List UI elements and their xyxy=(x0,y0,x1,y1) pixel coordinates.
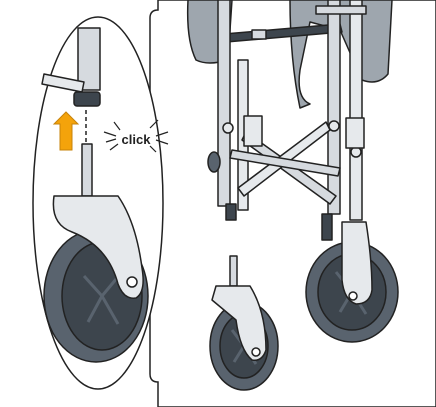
loose-caster-axle xyxy=(252,348,260,356)
detail-caster-stem xyxy=(82,144,92,196)
frame-tube-right-rear xyxy=(328,0,340,214)
loose-caster-stem xyxy=(230,256,237,286)
frame-foot xyxy=(226,204,236,220)
frame-bracket xyxy=(244,116,262,146)
frame-bracket xyxy=(346,118,364,148)
frame-top-bar xyxy=(316,6,366,14)
installed-caster-axle xyxy=(349,292,357,300)
frame-tube-right-front xyxy=(350,0,362,220)
installed-caster-fork xyxy=(342,222,372,304)
frame-joint xyxy=(223,123,233,133)
frame-foot xyxy=(322,214,332,240)
click-label: click xyxy=(122,132,152,147)
frame-tube-left-rear xyxy=(218,0,230,206)
strap-buckle xyxy=(252,30,266,39)
detail-caster-axle xyxy=(127,277,137,287)
anti-tip-wheel xyxy=(208,152,220,172)
detail-socket xyxy=(74,92,100,106)
frame-joint xyxy=(329,121,339,131)
